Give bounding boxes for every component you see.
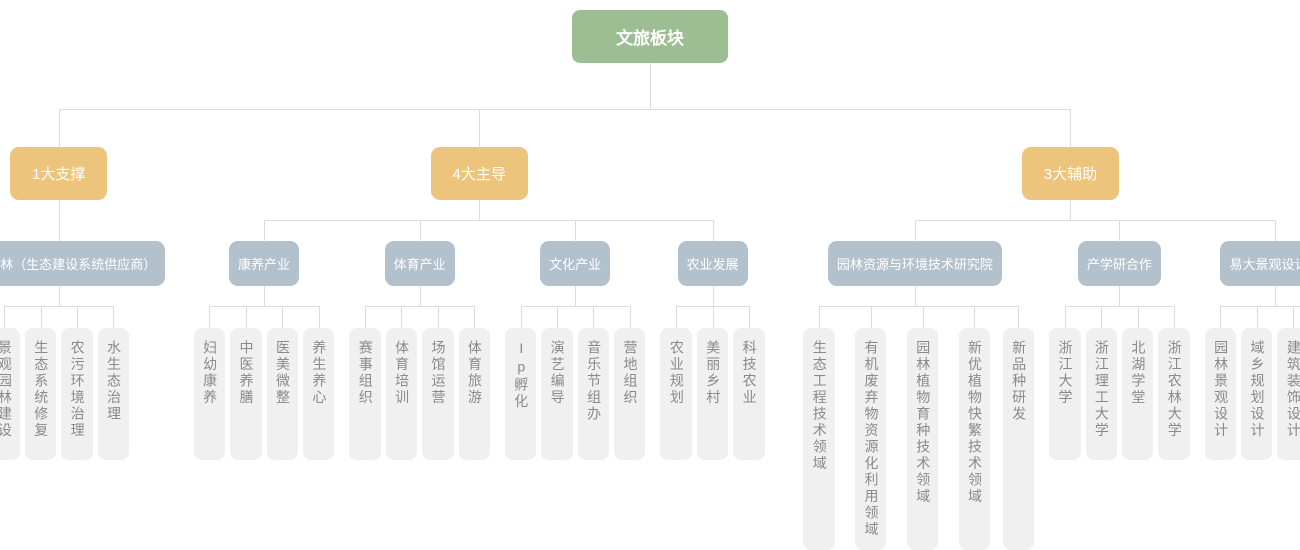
leaf-node: 新优植物快繁技术领域 [958,328,991,550]
org-subtree: 域乡规划设计 [1238,306,1277,460]
org-subtree: 建筑装饰设计 [1275,306,1300,460]
leaf-node: 演艺编导 [541,328,573,460]
leaf-node: 水生态治理 [97,328,130,460]
leaf-node: 营地组织 [614,328,646,460]
org-subtree: 4大主导康养产业妇幼康养中医养膳医美微整养生养心体育产业赛事组织体育培训场馆运营… [178,109,781,550]
leaf-node: 科技农业 [733,328,765,460]
leaf-node: 建筑装饰设计 [1277,328,1300,460]
org-subtree: 农业规划 [658,306,696,460]
org-subtree: 生态工程技术领域 [793,306,846,550]
org-subtree: 3大辅助园林资源与环境技术研究院生态工程技术领域有机废弃物资源化利用领域园林植物… [780,109,1300,550]
org-subtree: 场馆运营 [419,306,458,460]
branch-node: 文化产业 [540,241,611,286]
org-subtree: 生态系统修复 [22,306,61,460]
leaf-node: 生态工程技术领域 [803,328,835,550]
org-subtree: 1大支撑杭州园林（生态建设系统供应商）景观园林建设生态系统修复农污环境治理水生态… [0,109,180,550]
org-children-list: 浙江大学浙江理工大学北湖学堂浙江农林大学 [1047,286,1193,460]
org-subtree: 易大景观设计院园林景观设计域乡规划设计建筑装饰设计项目策划 [1197,220,1300,550]
leaf-node: 音乐节组办 [577,328,610,460]
org-children-list: 妇幼康养中医养膳医美微整养生养心 [191,286,337,460]
org-children-list: 赛事组织体育培训场馆运营体育旅游 [347,286,493,460]
org-subtree: 北湖学堂 [1119,306,1158,460]
branch-node: 园林资源与环境技术研究院 [827,241,1002,286]
leaf-node: 浙江农林大学 [1158,328,1190,460]
leaf-node: 体育旅游 [458,328,490,460]
org-subtree: 妇幼康养 [191,306,230,460]
org-subtree: 新品种研发 [1000,306,1036,550]
org-subtree: 体育培训 [383,306,421,460]
pillar-node: 1大支撑 [10,147,108,200]
root-node: 文旅板块 [572,10,728,63]
org-subtree: 水生态治理 [95,306,131,460]
org-subtree: 养生养心 [300,306,336,460]
leaf-node: 园林植物育种技术领域 [906,328,939,550]
org-subtree: 演艺编导 [538,306,577,460]
org-children-list: 农业规划美丽乡村科技农业 [658,286,767,460]
org-subtree: 体育产业赛事组织体育培训场馆运营体育旅游 [341,220,498,460]
org-chart-root-list: 文旅板块1大支撑杭州园林（生态建设系统供应商）景观园林建设生态系统修复农污环境治… [0,10,1300,550]
org-subtree: 康养产业妇幼康养中医养膳医美微整养生养心 [186,220,343,460]
org-subtree: 园林资源与环境技术研究院生态工程技术领域有机废弃物资源化利用领域园林植物育种技术… [788,220,1043,550]
org-subtree: 园林景观设计 [1202,306,1240,460]
org-subtree: 营地组织 [611,306,648,460]
leaf-node: 生态系统修复 [24,328,57,460]
org-subtree: 有机废弃物资源化利用领域 [844,306,898,550]
org-subtree: 农业发展农业规划美丽乡村科技农业 [652,220,772,460]
org-subtree: 园林植物育种技术领域 [896,306,950,550]
leaf-node: 中医养膳 [230,328,262,460]
org-children-list: Ip孵化演艺编导音乐节组办营地组织 [502,286,648,460]
org-children-list: 生态工程技术领域有机废弃物资源化利用领域园林植物育种技术领域新优植物快繁技术领域… [793,286,1037,550]
org-subtree: 赛事组织 [347,306,385,460]
leaf-node: 北湖学堂 [1121,328,1154,460]
org-subtree: 景观园林建设 [0,306,24,460]
org-subtree: 产学研合作浙江大学浙江理工大学北湖学堂浙江农林大学 [1041,220,1198,550]
leaf-node: 浙江大学 [1049,328,1081,460]
leaf-node: Ip孵化 [504,328,537,460]
org-subtree: 科技农业 [730,306,767,460]
org-subtree: Ip孵化 [502,306,541,460]
leaf-node: 赛事组织 [349,328,381,460]
org-subtree: 体育旅游 [456,306,492,460]
org-children-list: 景观园林建设生态系统修复农污环境治理水生态治理 [0,286,132,460]
leaf-node: 农污环境治理 [61,328,93,460]
leaf-node: 场馆运营 [422,328,454,460]
org-children-list: 1大支撑杭州园林（生态建设系统供应商）景观园林建设生态系统修复农污环境治理水生态… [0,63,1300,550]
org-children-list: 园林景观设计域乡规划设计建筑装饰设计项目策划 [1202,286,1300,460]
leaf-node: 域乡规划设计 [1241,328,1273,460]
branch-node: 体育产业 [384,241,455,286]
branch-node: 产学研合作 [1077,241,1161,286]
leaf-node: 农业规划 [660,328,692,460]
leaf-node: 园林景观设计 [1204,328,1237,460]
leaf-node: 美丽乡村 [696,328,729,460]
branch-node: 农业发展 [677,241,748,286]
org-subtree: 中医养膳 [227,306,266,460]
org-children-list: 园林资源与环境技术研究院生态工程技术领域有机废弃物资源化利用领域园林植物育种技术… [788,200,1300,550]
org-subtree: 美丽乡村 [694,306,733,460]
org-subtree: 浙江大学 [1047,306,1085,460]
leaf-node: 体育培训 [385,328,418,460]
leaf-node: 妇幼康养 [193,328,226,460]
pillar-node: 4大主导 [430,147,528,200]
leaf-node: 医美微整 [266,328,298,460]
org-subtree: 医美微整 [264,306,302,460]
leaf-node: 有机废弃物资源化利用领域 [855,328,887,550]
branch-node: 康养产业 [229,241,300,286]
org-children-list: 康养产业妇幼康养中医养膳医美微整养生养心体育产业赛事组织体育培训场馆运营体育旅游… [186,200,772,460]
branch-node: 易大景观设计院 [1220,241,1300,286]
leaf-node: 养生养心 [302,328,335,460]
org-subtree: 文旅板块1大支撑杭州园林（生态建设系统供应商）景观园林建设生态系统修复农污环境治… [0,10,1300,550]
leaf-node: 新品种研发 [1002,328,1035,550]
org-subtree: 农污环境治理 [58,306,97,460]
org-subtree: 音乐节组办 [575,306,613,460]
pillar-node: 3大辅助 [1021,147,1120,200]
branch-node: 杭州园林（生态建设系统供应商） [0,241,166,286]
leaf-node: 浙江理工大学 [1085,328,1117,460]
org-subtree: 浙江理工大学 [1083,306,1121,460]
org-subtree: 新优植物快繁技术领域 [948,306,1002,550]
leaf-node: 景观园林建设 [0,328,20,460]
org-subtree: 浙江农林大学 [1155,306,1192,460]
